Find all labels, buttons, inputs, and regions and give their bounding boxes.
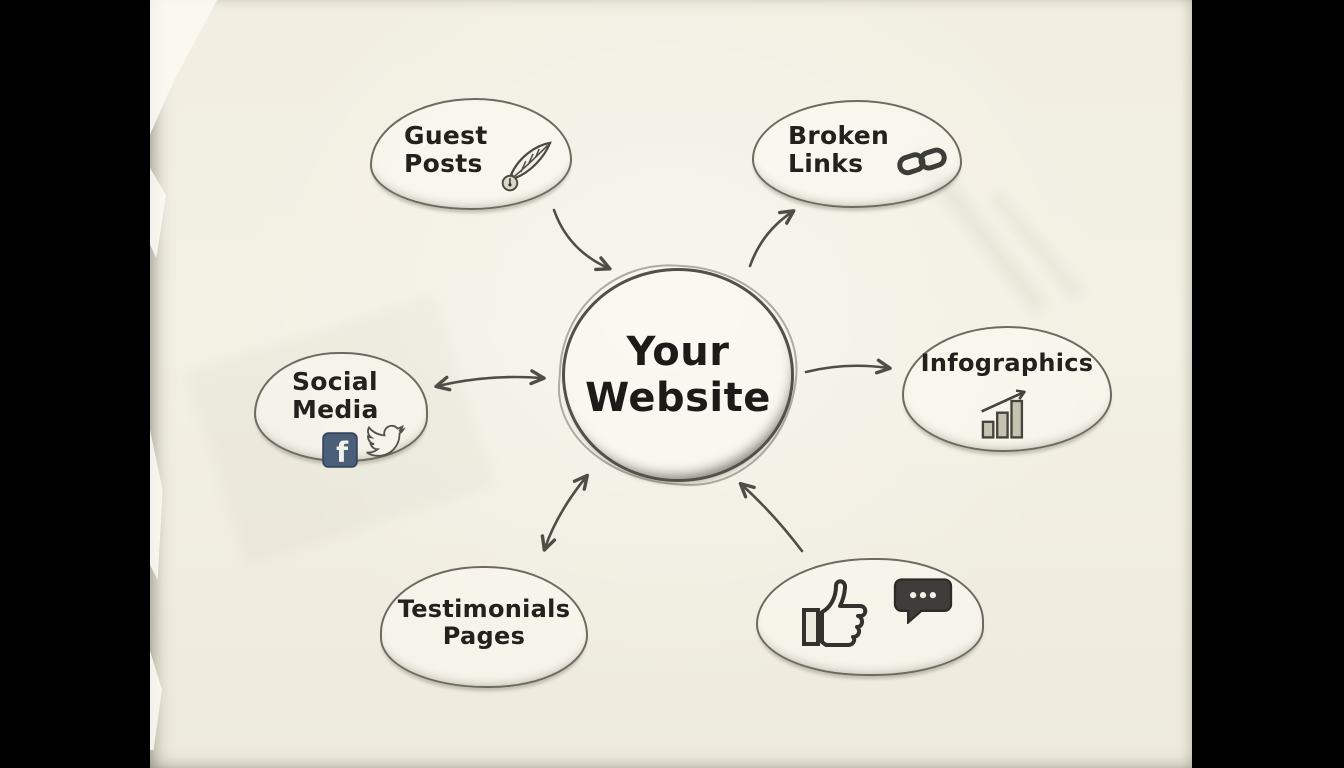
node-social-media: Social Media f (254, 352, 428, 469)
paper-torn-edge (150, 168, 166, 258)
node-guest-posts: Guest Posts (370, 98, 572, 210)
social-media-label: Social Media (292, 367, 379, 424)
testimonials-label: Testimonials Pages (397, 595, 571, 650)
node-testimonials-pages: Testimonials Pages (380, 566, 588, 688)
node-engagement (756, 558, 984, 676)
paper-torn-edge (150, 651, 162, 750)
speech-bubble-icon (890, 568, 956, 628)
chain-link-icon (896, 144, 948, 184)
twitter-bird-icon (362, 422, 408, 466)
arrow-center-to-broken-links (748, 209, 796, 268)
quill-pen-icon (498, 138, 556, 198)
center-label: Your Website (585, 329, 771, 421)
paper-torn-edge (150, 430, 163, 580)
facebook-f-glyph: f (336, 437, 349, 468)
arrow-social-media-center-bidirectional (434, 369, 546, 392)
thumbs-up-icon (796, 574, 880, 658)
node-infographics: Infographics (902, 326, 1112, 452)
infographics-label: Infographics (920, 349, 1094, 377)
bar-chart-icon (974, 388, 1036, 444)
arrow-testimonials-center-bidirectional (540, 473, 590, 552)
arrow-guest-posts-to-center (552, 208, 612, 272)
paper-background: Your Website Guest Posts Broken Links (150, 0, 1192, 768)
arrow-center-to-infographics (804, 358, 892, 375)
node-broken-links: Broken Links (752, 100, 962, 208)
center-node-your-website: Your Website (562, 268, 794, 482)
broken-links-label: Broken Links (788, 121, 890, 178)
guest-posts-label: Guest Posts (404, 121, 488, 178)
paper-torn-corner (150, 0, 218, 135)
arrow-engagement-to-center (738, 481, 804, 553)
facebook-icon: f (322, 432, 358, 472)
pencil-smudge (989, 191, 1083, 299)
